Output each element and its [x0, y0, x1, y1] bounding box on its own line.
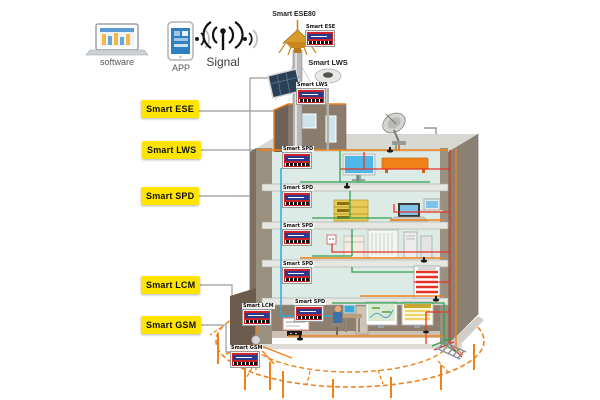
side-label-smart-lcm: Smart LCM	[141, 276, 201, 294]
device-label: Smart SPD	[282, 185, 315, 191]
red-power-wires	[331, 144, 463, 358]
lws-sensor	[314, 68, 342, 150]
signal-label: Signal	[206, 55, 240, 69]
ground-clamps	[296, 147, 440, 341]
smart-ese-device: Smart ESE	[305, 24, 337, 47]
smart-spd-device-f4: Smart SPD	[282, 185, 315, 208]
device-label: Smart SPD	[282, 146, 315, 152]
lws-title: Smart LWS	[308, 58, 348, 67]
smart-lcm-device: Smart LCM	[242, 303, 275, 326]
side-label-smart-spd: Smart SPD	[141, 187, 200, 205]
ground-node	[251, 335, 261, 345]
orange-ground-wires	[225, 103, 464, 370]
smart-lws-device: Smart LWS	[296, 82, 329, 105]
smart-spd-device-f2: Smart SPD	[282, 261, 315, 284]
satellite-dish	[382, 112, 437, 145]
app-label: APP	[171, 63, 190, 73]
side-label-smart-gsm: Smart GSM	[141, 316, 202, 334]
earth-electrode-ladder	[435, 340, 467, 360]
device-label: Smart ESE	[305, 24, 337, 30]
antenna-signal-icon	[202, 21, 244, 50]
device-label: Smart SPD	[282, 261, 315, 267]
software-label: software	[99, 57, 134, 67]
smart-gsm-device: Smart GSM	[230, 345, 264, 368]
device-label: Smart GSM	[230, 345, 264, 351]
ese-air-terminal	[278, 20, 317, 56]
device-label: Smart SPD	[294, 299, 327, 305]
phone-icon	[167, 21, 194, 61]
side-label-smart-ese: Smart ESE	[141, 100, 199, 118]
laptop-icon	[85, 23, 149, 56]
floor1-control-room	[282, 301, 434, 336]
device-label: Smart SPD	[282, 223, 315, 229]
side-label-smart-lws: Smart LWS	[142, 141, 202, 159]
smart-spd-device-f5: Smart SPD	[282, 146, 315, 169]
device-label: Smart LCM	[242, 303, 275, 309]
radio-wave-right-icon	[243, 29, 258, 49]
smart-spd-device-f1: Smart SPD	[294, 299, 327, 322]
device-label: Smart LWS	[296, 82, 329, 88]
ese-mast-title: Smart ESE80	[272, 11, 316, 18]
smart-spd-device-f3: Smart SPD	[282, 223, 315, 246]
